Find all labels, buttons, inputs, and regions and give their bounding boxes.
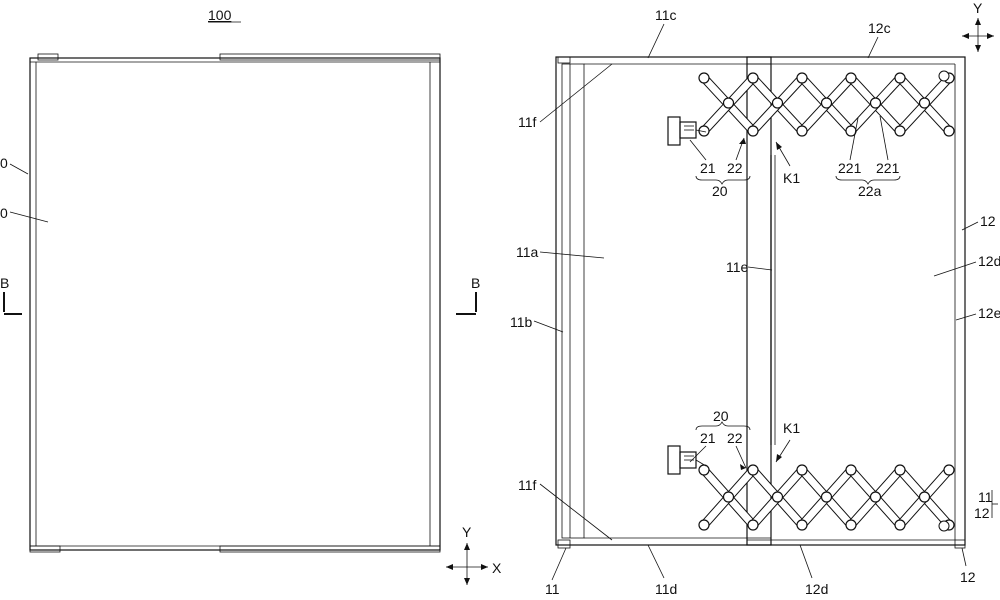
right-view: 11c 12c 11f 11f 11a 11b 11e 21 22 20 K1 … xyxy=(446,0,1000,597)
pivot-joint xyxy=(796,72,808,84)
pivot-joint xyxy=(747,125,759,137)
pivot-joint xyxy=(722,97,735,109)
label-left-partial-2: 0 xyxy=(0,205,8,221)
pivot-joint xyxy=(845,72,857,84)
label-22-top: 22 xyxy=(727,160,743,176)
pivot-joint xyxy=(943,464,955,476)
drive-block-top xyxy=(667,116,707,146)
section-letter-right: B xyxy=(471,275,480,291)
label-221-b: 221 xyxy=(876,160,900,176)
axis-y-bottom: Y xyxy=(462,524,472,540)
pivot-joint xyxy=(771,491,784,503)
scissor-linkage-top xyxy=(698,70,955,137)
pivot-joint xyxy=(894,72,906,84)
axis-indicator-top: Y xyxy=(962,0,994,52)
label-22a: 22a xyxy=(858,183,882,199)
label-12d-bottom: 12d xyxy=(805,581,828,597)
pivot-joint xyxy=(771,97,784,109)
scissor-linkage-bottom xyxy=(698,464,955,532)
label-11c: 11c xyxy=(655,7,677,23)
pivot-joint xyxy=(747,519,759,531)
axis-indicator-bottom: Y X xyxy=(446,524,502,585)
axis-x-bottom: X xyxy=(492,560,502,576)
pivot-joint xyxy=(747,464,759,476)
label-12e-right: 12e xyxy=(978,305,1000,321)
end-pin xyxy=(938,70,950,82)
label-21-bottom: 21 xyxy=(700,430,716,446)
pivot-joint xyxy=(820,491,833,503)
drive-block-bottom xyxy=(667,445,707,475)
pivot-joint xyxy=(943,125,955,137)
pivot-joint xyxy=(698,519,710,531)
pivot-joint xyxy=(918,491,931,503)
label-left-partial-1: 0 xyxy=(0,155,8,171)
label-20-bottom: 20 xyxy=(713,408,729,424)
label-12c: 12c xyxy=(868,20,891,36)
label-22-bottom: 22 xyxy=(727,430,743,446)
label-11-bottom: 11 xyxy=(545,581,560,597)
label-12-bottom: 12 xyxy=(960,569,976,585)
pivot-joint xyxy=(722,491,735,503)
label-21-top: 21 xyxy=(700,160,716,176)
label-11f-top: 11f xyxy=(518,114,537,130)
pivot-joint xyxy=(894,125,906,137)
pivot-joint xyxy=(747,72,759,84)
label-11e: 11e xyxy=(726,259,749,275)
section-mark-right: B xyxy=(456,275,480,315)
section-mark-left: B xyxy=(0,275,22,315)
opened-device-outline xyxy=(555,56,966,549)
pivot-joint xyxy=(869,97,882,109)
pivot-joint xyxy=(845,519,857,531)
left-view: 100 0 0 B B xyxy=(0,7,480,553)
figure-number: 100 xyxy=(208,7,232,23)
section-letter-left: B xyxy=(0,275,9,291)
pivot-joint xyxy=(796,464,808,476)
label-12-right: 12 xyxy=(980,213,996,229)
pivot-joint xyxy=(796,125,808,137)
label-11-bracket: 11 xyxy=(978,489,993,505)
pivot-joint xyxy=(796,519,808,531)
label-11d-bottom: 11d xyxy=(655,581,677,597)
pivot-joint xyxy=(894,464,906,476)
label-12d-right: 12d xyxy=(978,253,1000,269)
end-pin xyxy=(938,520,950,532)
label-k1-bottom: K1 xyxy=(783,420,800,436)
pivot-joint xyxy=(918,97,931,109)
pivot-joint xyxy=(869,491,882,503)
label-11b: 11b xyxy=(510,314,533,330)
label-k1-top: K1 xyxy=(783,170,800,186)
pivot-joint xyxy=(845,125,857,137)
axis-y-top: Y xyxy=(973,0,983,16)
pivot-joint xyxy=(698,464,710,476)
label-11a: 11a xyxy=(516,244,539,260)
label-20-top: 20 xyxy=(712,183,728,199)
closed-device-outline xyxy=(29,53,441,553)
label-11f-bottom: 11f xyxy=(518,477,537,493)
pivot-joint xyxy=(820,97,833,109)
pivot-joint xyxy=(894,519,906,531)
label-221-a: 221 xyxy=(838,160,862,176)
pivot-joint xyxy=(845,464,857,476)
label-12-bracket: 12 xyxy=(974,505,990,521)
pivot-joint xyxy=(698,72,710,84)
